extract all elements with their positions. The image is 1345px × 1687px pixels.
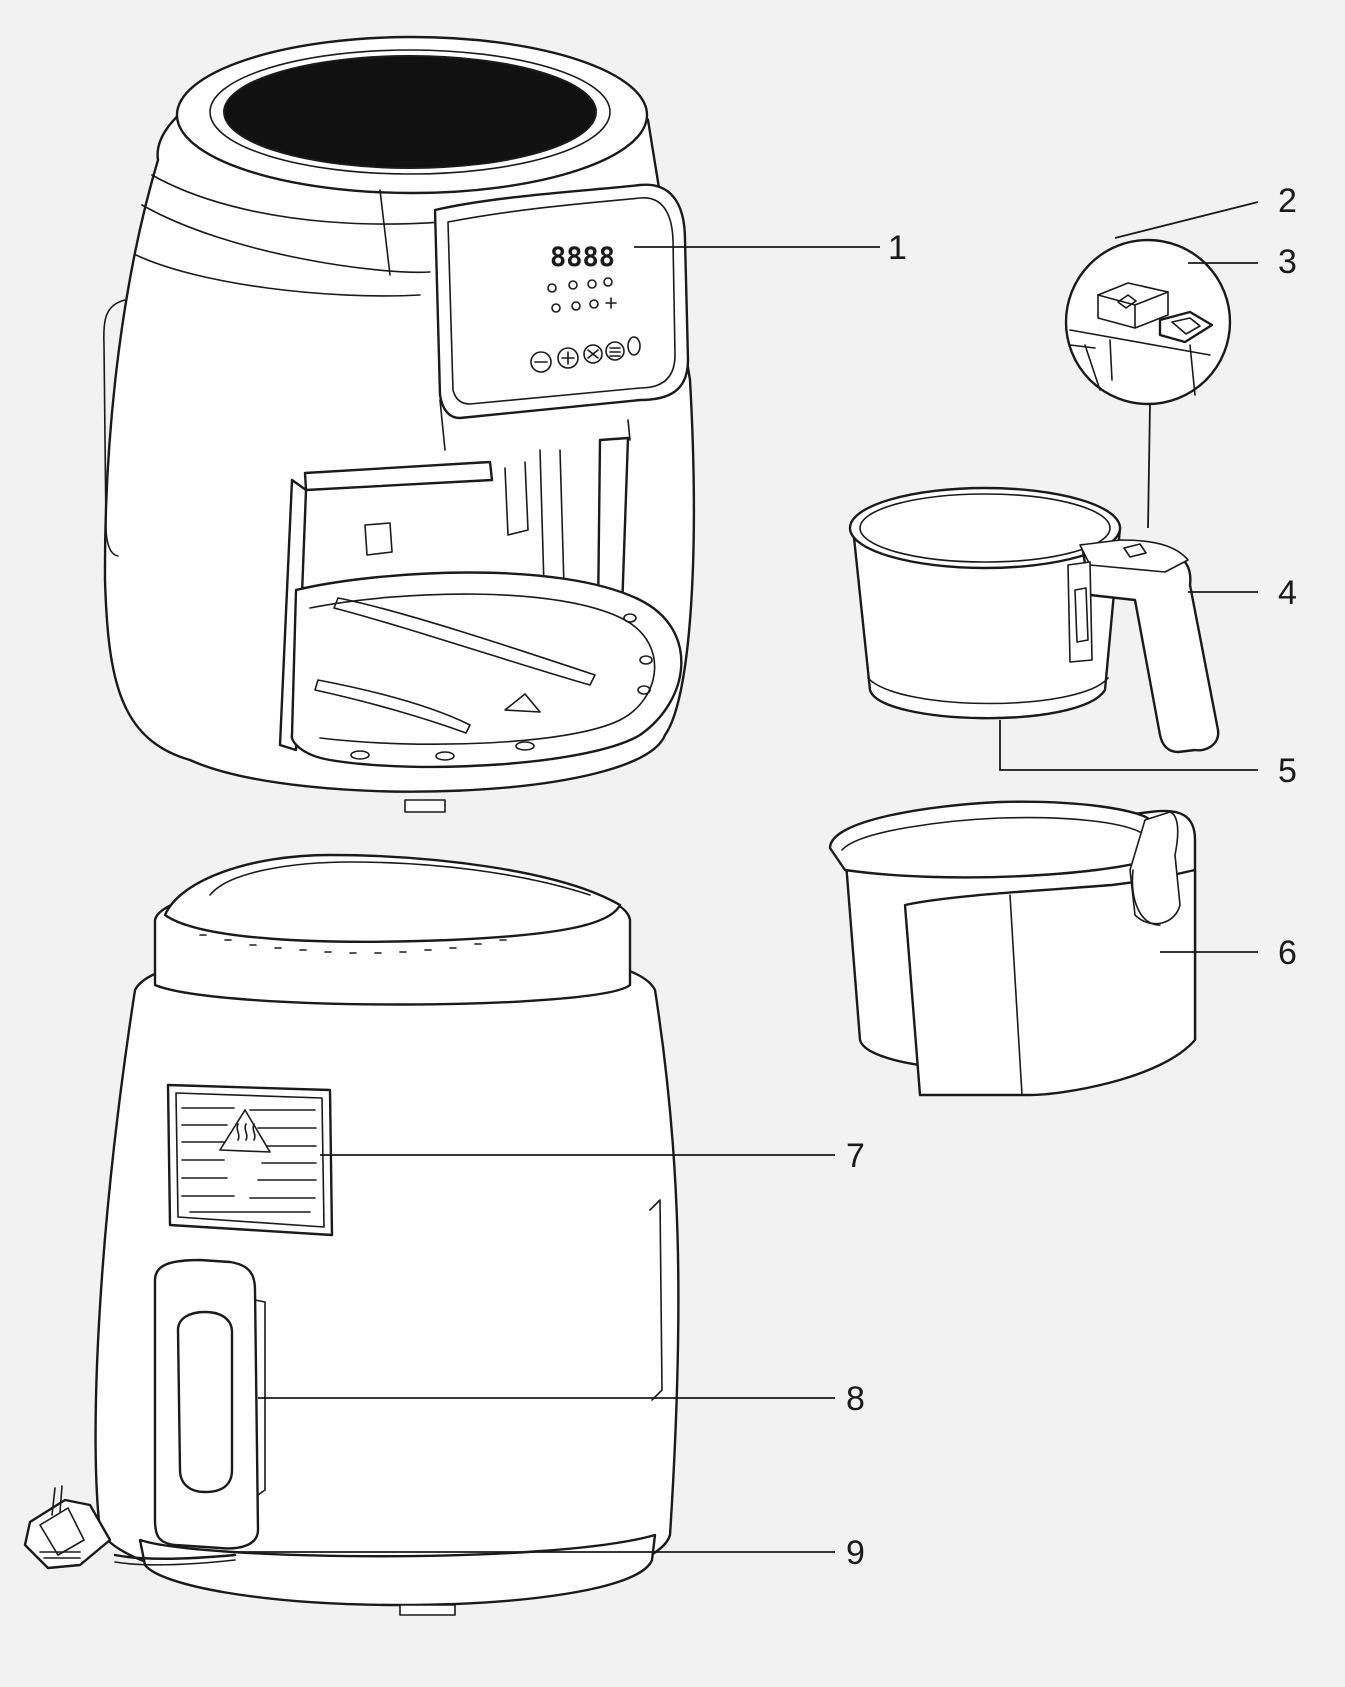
collar-band-2 bbox=[141, 204, 431, 274]
power-cord bbox=[113, 1553, 237, 1560]
release-button bbox=[1158, 310, 1214, 344]
basket-latch bbox=[364, 522, 393, 556]
inner-basket bbox=[848, 486, 1220, 754]
leader-lines bbox=[235, 201, 1259, 1553]
preset-icon[interactable] bbox=[547, 283, 557, 293]
preset-icon[interactable] bbox=[587, 279, 597, 289]
power-plug bbox=[23, 1498, 112, 1570]
callout-6: 6 bbox=[1278, 934, 1297, 972]
inner-basket-body bbox=[851, 526, 1122, 720]
inner-basket-bottom-band bbox=[867, 677, 1109, 705]
fan-icon bbox=[587, 349, 599, 359]
leader-line-2 bbox=[1114, 201, 1259, 239]
drawer-inner-frame bbox=[439, 399, 631, 621]
menu-button[interactable] bbox=[605, 341, 625, 361]
preset-icon[interactable] bbox=[568, 280, 578, 290]
base-holes bbox=[350, 613, 653, 761]
plus-small-icon[interactable] bbox=[605, 297, 617, 309]
callout-1: 1 bbox=[888, 229, 907, 267]
top-unit: 8888 bbox=[102, 35, 696, 813]
outer-basket-slot bbox=[1131, 869, 1161, 926]
power-plug-grip bbox=[39, 1551, 81, 1559]
rear-air-outlet bbox=[166, 1083, 334, 1237]
warning-triangle-base bbox=[504, 693, 541, 713]
callout-7: 7 bbox=[846, 1137, 865, 1175]
base-plate-inner bbox=[309, 593, 656, 746]
callout-4: 4 bbox=[1278, 574, 1297, 612]
button-detail-inset bbox=[1064, 238, 1232, 529]
power-button[interactable] bbox=[627, 336, 641, 356]
handle-clip-detail bbox=[1074, 587, 1089, 643]
collar-band-3 bbox=[135, 254, 421, 297]
handle-clip bbox=[1067, 561, 1093, 663]
menu-icon bbox=[609, 347, 621, 357]
callout-5: 5 bbox=[1278, 752, 1297, 790]
release-button-cover bbox=[1097, 282, 1169, 329]
housing-side-groove bbox=[649, 1199, 663, 1401]
housing-foot bbox=[399, 1604, 456, 1616]
control-panel bbox=[433, 183, 690, 420]
callout-9: 9 bbox=[846, 1534, 865, 1572]
housing-handle-window bbox=[176, 1310, 234, 1494]
housing-handle-recess bbox=[153, 1258, 260, 1550]
outer-basket-rim-inner bbox=[841, 816, 1141, 851]
main-housing bbox=[23, 853, 680, 1616]
collar-vent-holes bbox=[199, 934, 507, 954]
vent-slats bbox=[181, 1107, 317, 1213]
hot-surface-symbol bbox=[236, 1123, 256, 1141]
led-display: 8888 bbox=[550, 242, 615, 273]
inner-basket-rim-inner bbox=[859, 493, 1111, 563]
housing-handle-side bbox=[254, 1299, 266, 1496]
side-grip bbox=[102, 299, 126, 557]
release-button-cover-top bbox=[1097, 291, 1169, 329]
handle-release-button bbox=[1123, 543, 1147, 558]
preset-icon[interactable] bbox=[571, 301, 581, 311]
base-slot-1 bbox=[333, 597, 596, 686]
preset-icon[interactable] bbox=[589, 299, 599, 309]
release-button-inner bbox=[1171, 317, 1201, 335]
preset-icons bbox=[547, 277, 617, 313]
power-cord-2 bbox=[114, 1559, 236, 1566]
base-plate bbox=[290, 571, 683, 769]
preset-icon[interactable] bbox=[551, 303, 561, 313]
top-ring-inner bbox=[209, 49, 611, 175]
detail-connector bbox=[1147, 403, 1151, 529]
inner-basket-rim bbox=[848, 486, 1122, 570]
unlock-icon bbox=[1117, 294, 1137, 309]
callout-8: 8 bbox=[846, 1380, 865, 1418]
control-panel-bevel bbox=[447, 197, 676, 405]
outer-basket-rim bbox=[828, 800, 1152, 879]
housing-lid-top bbox=[209, 861, 591, 896]
detail-frame-lines bbox=[1069, 329, 1211, 396]
housing-lid bbox=[163, 853, 622, 943]
vent-grille-inner bbox=[175, 1092, 325, 1228]
touch-buttons bbox=[530, 336, 641, 373]
top-window bbox=[223, 55, 597, 169]
top-unit-foot bbox=[404, 799, 446, 813]
outer-basket-front-panel bbox=[903, 868, 1197, 1097]
callout-labels: 1 2 3 4 5 6 7 8 9 bbox=[846, 182, 1297, 1572]
outer-basket-handle-mount bbox=[1129, 811, 1181, 925]
outer-basket-seam bbox=[1009, 894, 1023, 1096]
preset-icon[interactable] bbox=[603, 277, 613, 287]
callout-2: 2 bbox=[1278, 182, 1297, 220]
leader-line-5 bbox=[999, 720, 1258, 771]
outer-basket bbox=[828, 800, 1197, 1097]
plus-icon bbox=[561, 351, 575, 365]
drawer-frame-left bbox=[303, 460, 494, 492]
callout-3: 3 bbox=[1278, 243, 1297, 281]
drawer-post-left bbox=[278, 478, 308, 752]
base-slot-2 bbox=[314, 679, 471, 734]
power-plug-face bbox=[39, 1507, 85, 1556]
basket-handle bbox=[1080, 543, 1220, 754]
power-plug-pins bbox=[51, 1485, 63, 1516]
drawer-bracket bbox=[504, 461, 529, 536]
collar-seam bbox=[379, 189, 391, 276]
